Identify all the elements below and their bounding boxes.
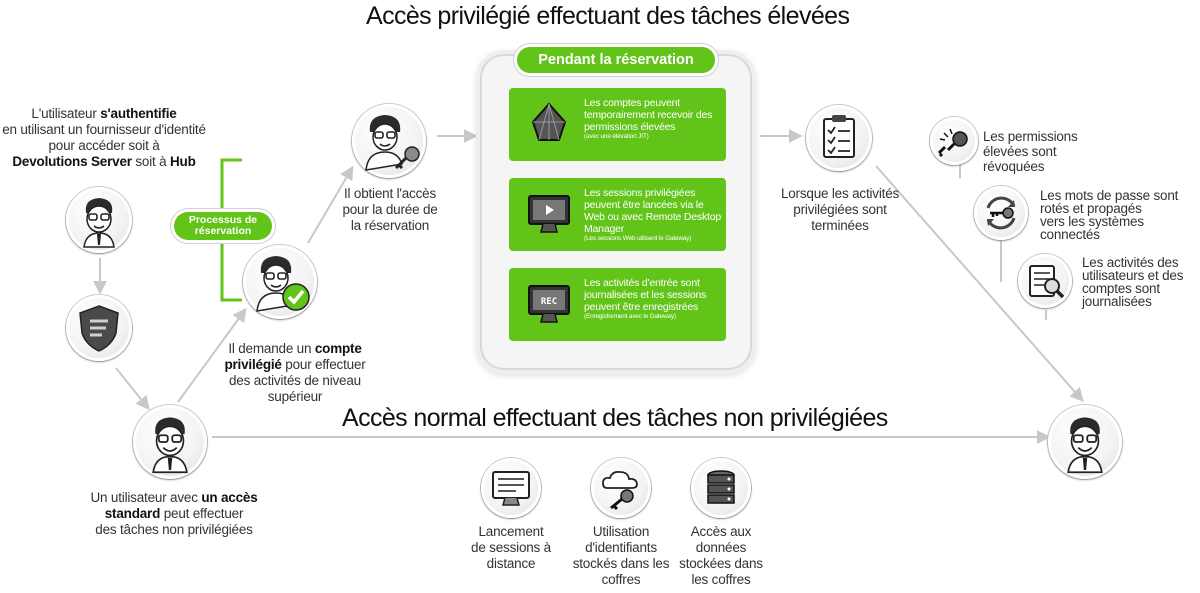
card-permissions: Les comptes peuvent temporairement recev… bbox=[509, 88, 726, 161]
rotate-text: Les mots de passe sont rotés et propagés… bbox=[1040, 188, 1179, 242]
log-circle bbox=[1018, 254, 1072, 308]
database-circle bbox=[691, 458, 751, 518]
monitor-rec-icon: REC bbox=[528, 285, 570, 323]
card-recording-note: (Enregistrement avec le Gateway) bbox=[584, 313, 676, 320]
completed-text: Lorsque les activités privilégiées sont … bbox=[780, 186, 900, 233]
cloud-key-text: Utilisation d'identifiants stockés dans … bbox=[572, 524, 670, 587]
middle-title: Accès normal effectuant des tâches non p… bbox=[342, 404, 888, 432]
monitor-play-icon bbox=[528, 195, 570, 233]
database-icon bbox=[707, 470, 735, 504]
card-recording: REC Les activités d'entrée sont journali… bbox=[509, 268, 726, 341]
standard-user-avatar bbox=[133, 405, 207, 479]
card-permissions-text: Les comptes peuvent temporairement recev… bbox=[584, 97, 713, 133]
user-key-icon bbox=[365, 115, 420, 171]
reservation-process-label: Processus de réservation bbox=[174, 212, 272, 240]
standard-user-icon bbox=[152, 417, 188, 474]
user-avatar-icon bbox=[83, 198, 115, 248]
card-sessions-note: (Les sessions Web utilisent le Gateway) bbox=[584, 235, 692, 242]
log-search-icon bbox=[1029, 265, 1065, 299]
card-permissions-note: (avec une élévation JIT) bbox=[584, 133, 649, 140]
rotating-key-icon bbox=[986, 196, 1016, 230]
user-avatar bbox=[66, 187, 132, 253]
checklist-circle bbox=[806, 105, 872, 171]
reservation-panel-title: Pendant la réservation bbox=[517, 47, 715, 73]
user-check-icon bbox=[256, 256, 310, 312]
authenticate-text: L'utilisateur s'authentifie en utilisant… bbox=[2, 106, 206, 169]
rotate-circle bbox=[974, 186, 1028, 240]
broken-key-icon bbox=[937, 128, 968, 158]
devolutions-shield-icon bbox=[79, 305, 119, 352]
revoked-text: Les permissions élevées sont révoquées bbox=[983, 129, 1078, 174]
card-recording-text: Les activités d'entrée sont journalisées… bbox=[584, 277, 707, 313]
access-text: Il obtient l'accès pour la durée de la r… bbox=[342, 186, 438, 233]
log-text: Les activités des utilisateurs et des co… bbox=[1082, 255, 1184, 309]
cloud-key-circle bbox=[591, 458, 651, 518]
request-text: Il demande un compte privilégié pour eff… bbox=[224, 341, 366, 404]
card-sessions-text: Les sessions privilégiées peuvent être l… bbox=[584, 187, 722, 235]
remote-session-circle bbox=[481, 458, 541, 518]
remote-session-text: Lancement de sessions à distance bbox=[471, 524, 551, 571]
standard-user-text: Un utilisateur avec un accès standard pe… bbox=[90, 490, 258, 537]
rec-label: REC bbox=[541, 297, 557, 307]
gem-icon bbox=[531, 102, 567, 141]
revoked-circle bbox=[930, 117, 978, 165]
final-user-avatar bbox=[1048, 405, 1122, 479]
remote-session-icon bbox=[492, 471, 530, 506]
requesting-user-avatar bbox=[243, 245, 317, 319]
checklist-icon bbox=[823, 115, 855, 158]
cloud-key-icon bbox=[602, 470, 638, 511]
access-user-avatar bbox=[352, 104, 426, 178]
card-sessions: Les sessions privilégiées peuvent être l… bbox=[509, 178, 726, 251]
final-user-icon bbox=[1067, 417, 1103, 474]
database-text: Accès aux données stockées dans les coff… bbox=[679, 524, 763, 587]
top-title: Accès privilégié effectuant des tâches é… bbox=[366, 2, 850, 30]
shield bbox=[66, 295, 132, 361]
